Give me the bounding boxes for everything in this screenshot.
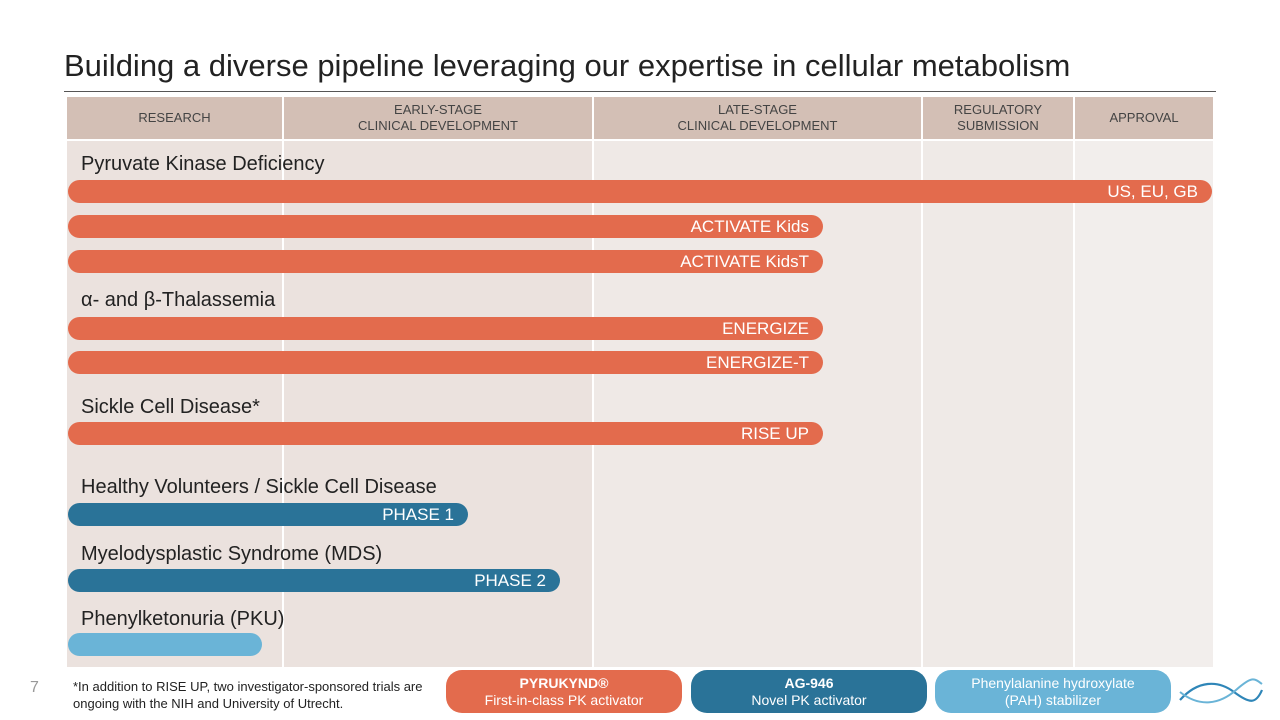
legend-pah-subtitle: Phenylalanine hydroxylate (PAH) stabiliz… [971, 674, 1135, 708]
column-regulatory [923, 141, 1073, 667]
column-header-early-stage: EARLY-STAGE CLINICAL DEVELOPMENT [284, 97, 592, 139]
footnote: *In addition to RISE UP, two investigato… [73, 679, 423, 711]
legend-ag946: AG-946 Novel PK activator [691, 670, 927, 713]
column-header-approval: APPROVAL [1075, 97, 1213, 139]
legend-pyrukynd-title: PYRUKYND® [519, 674, 609, 691]
program-bar-energize: ENERGIZE [68, 317, 823, 340]
program-bar-rise-up: RISE UP [68, 422, 823, 445]
legend-pyrukynd-subtitle: First-in-class PK activator [484, 691, 644, 708]
indication-pkd: Pyruvate Kinase Deficiency [81, 153, 325, 175]
program-bar-energize-t: ENERGIZE-T [68, 351, 823, 374]
column-header-late-stage: LATE-STAGE CLINICAL DEVELOPMENT [594, 97, 921, 139]
company-logo-wave-icon [1179, 678, 1264, 704]
column-header-regulatory: REGULATORY SUBMISSION [923, 97, 1073, 139]
program-bar-activate-kidst: ACTIVATE KidsT [68, 250, 823, 273]
indication-scd: Sickle Cell Disease* [81, 396, 260, 418]
legend-ag946-title: AG-946 [784, 674, 834, 691]
column-header-research: RESEARCH [67, 97, 282, 139]
legend-pah-stabilizer: Phenylalanine hydroxylate (PAH) stabiliz… [935, 670, 1171, 713]
indication-pku: Phenylketonuria (PKU) [81, 608, 285, 630]
legend-pyrukynd: PYRUKYND® First-in-class PK activator [446, 670, 682, 713]
indication-mds: Myelodysplastic Syndrome (MDS) [81, 543, 383, 565]
legend-ag946-subtitle: Novel PK activator [751, 691, 867, 708]
title-divider [64, 91, 1216, 92]
page-title: Building a diverse pipeline leveraging o… [64, 48, 1071, 83]
page-number: 7 [30, 679, 39, 696]
program-bar-phase1: PHASE 1 [68, 503, 468, 526]
program-bar-pku [68, 633, 262, 656]
indication-healthy-volunteers: Healthy Volunteers / Sickle Cell Disease [81, 476, 437, 498]
indication-thalassemia: α- and β-Thalassemia [81, 289, 276, 311]
program-bar-phase2: PHASE 2 [68, 569, 560, 592]
column-approval [1075, 141, 1213, 667]
program-bar-pkd-approved: US, EU, GB [68, 180, 1212, 203]
program-bar-activate-kids: ACTIVATE Kids [68, 215, 823, 238]
